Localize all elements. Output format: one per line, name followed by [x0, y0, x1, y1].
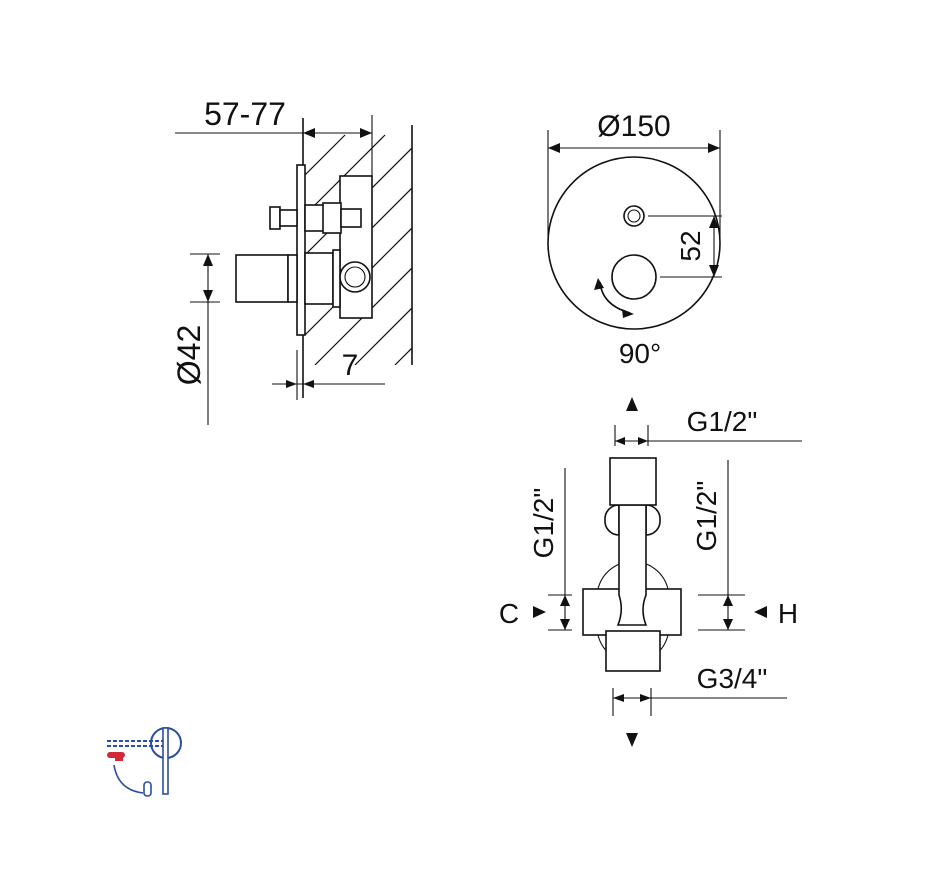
plate-diameter-dimension: Ø150: [597, 110, 670, 143]
offset-dimension: 52: [675, 230, 706, 261]
diverter-knob: [269, 206, 281, 230]
hot-arrow-icon: [754, 606, 767, 618]
side-view: 57-77 Ø42 7: [171, 96, 413, 425]
connection-view: G1/2" G1/2" C G1/2" H G3/4": [499, 397, 802, 747]
cover-plate: [296, 164, 306, 336]
cover-plate-circle: [547, 156, 721, 330]
plate-thickness-dimension: 7: [342, 349, 359, 382]
handle: [235, 254, 289, 303]
hot-label: H: [778, 598, 798, 629]
top-outlet: [609, 457, 657, 506]
bottom-inlet: [605, 630, 661, 672]
cold-arrow-icon: [533, 606, 546, 618]
bottom-inlet-thread: G3/4": [697, 663, 768, 694]
right-outlet-thread: G1/2": [691, 481, 722, 552]
wall-mounted-mixer-installation-icon: [107, 727, 182, 797]
valve-body: [339, 175, 373, 319]
diverter-circle: [623, 205, 645, 227]
left-outlet-thread: G1/2": [528, 488, 559, 559]
front-view: Ø150 52 90°: [547, 110, 722, 369]
top-outlet-thread: G1/2": [687, 406, 758, 437]
cold-label: C: [499, 598, 519, 629]
handle-diameter-dimension: Ø42: [171, 325, 207, 385]
inlet-arrow-down-icon: [626, 733, 638, 747]
inlet-port: [339, 261, 371, 293]
outlet-arrow-up-icon: [626, 397, 638, 411]
rotation-label: 90°: [619, 338, 661, 369]
depth-dimension: 57-77: [204, 96, 286, 132]
handle-circle: [611, 254, 657, 300]
